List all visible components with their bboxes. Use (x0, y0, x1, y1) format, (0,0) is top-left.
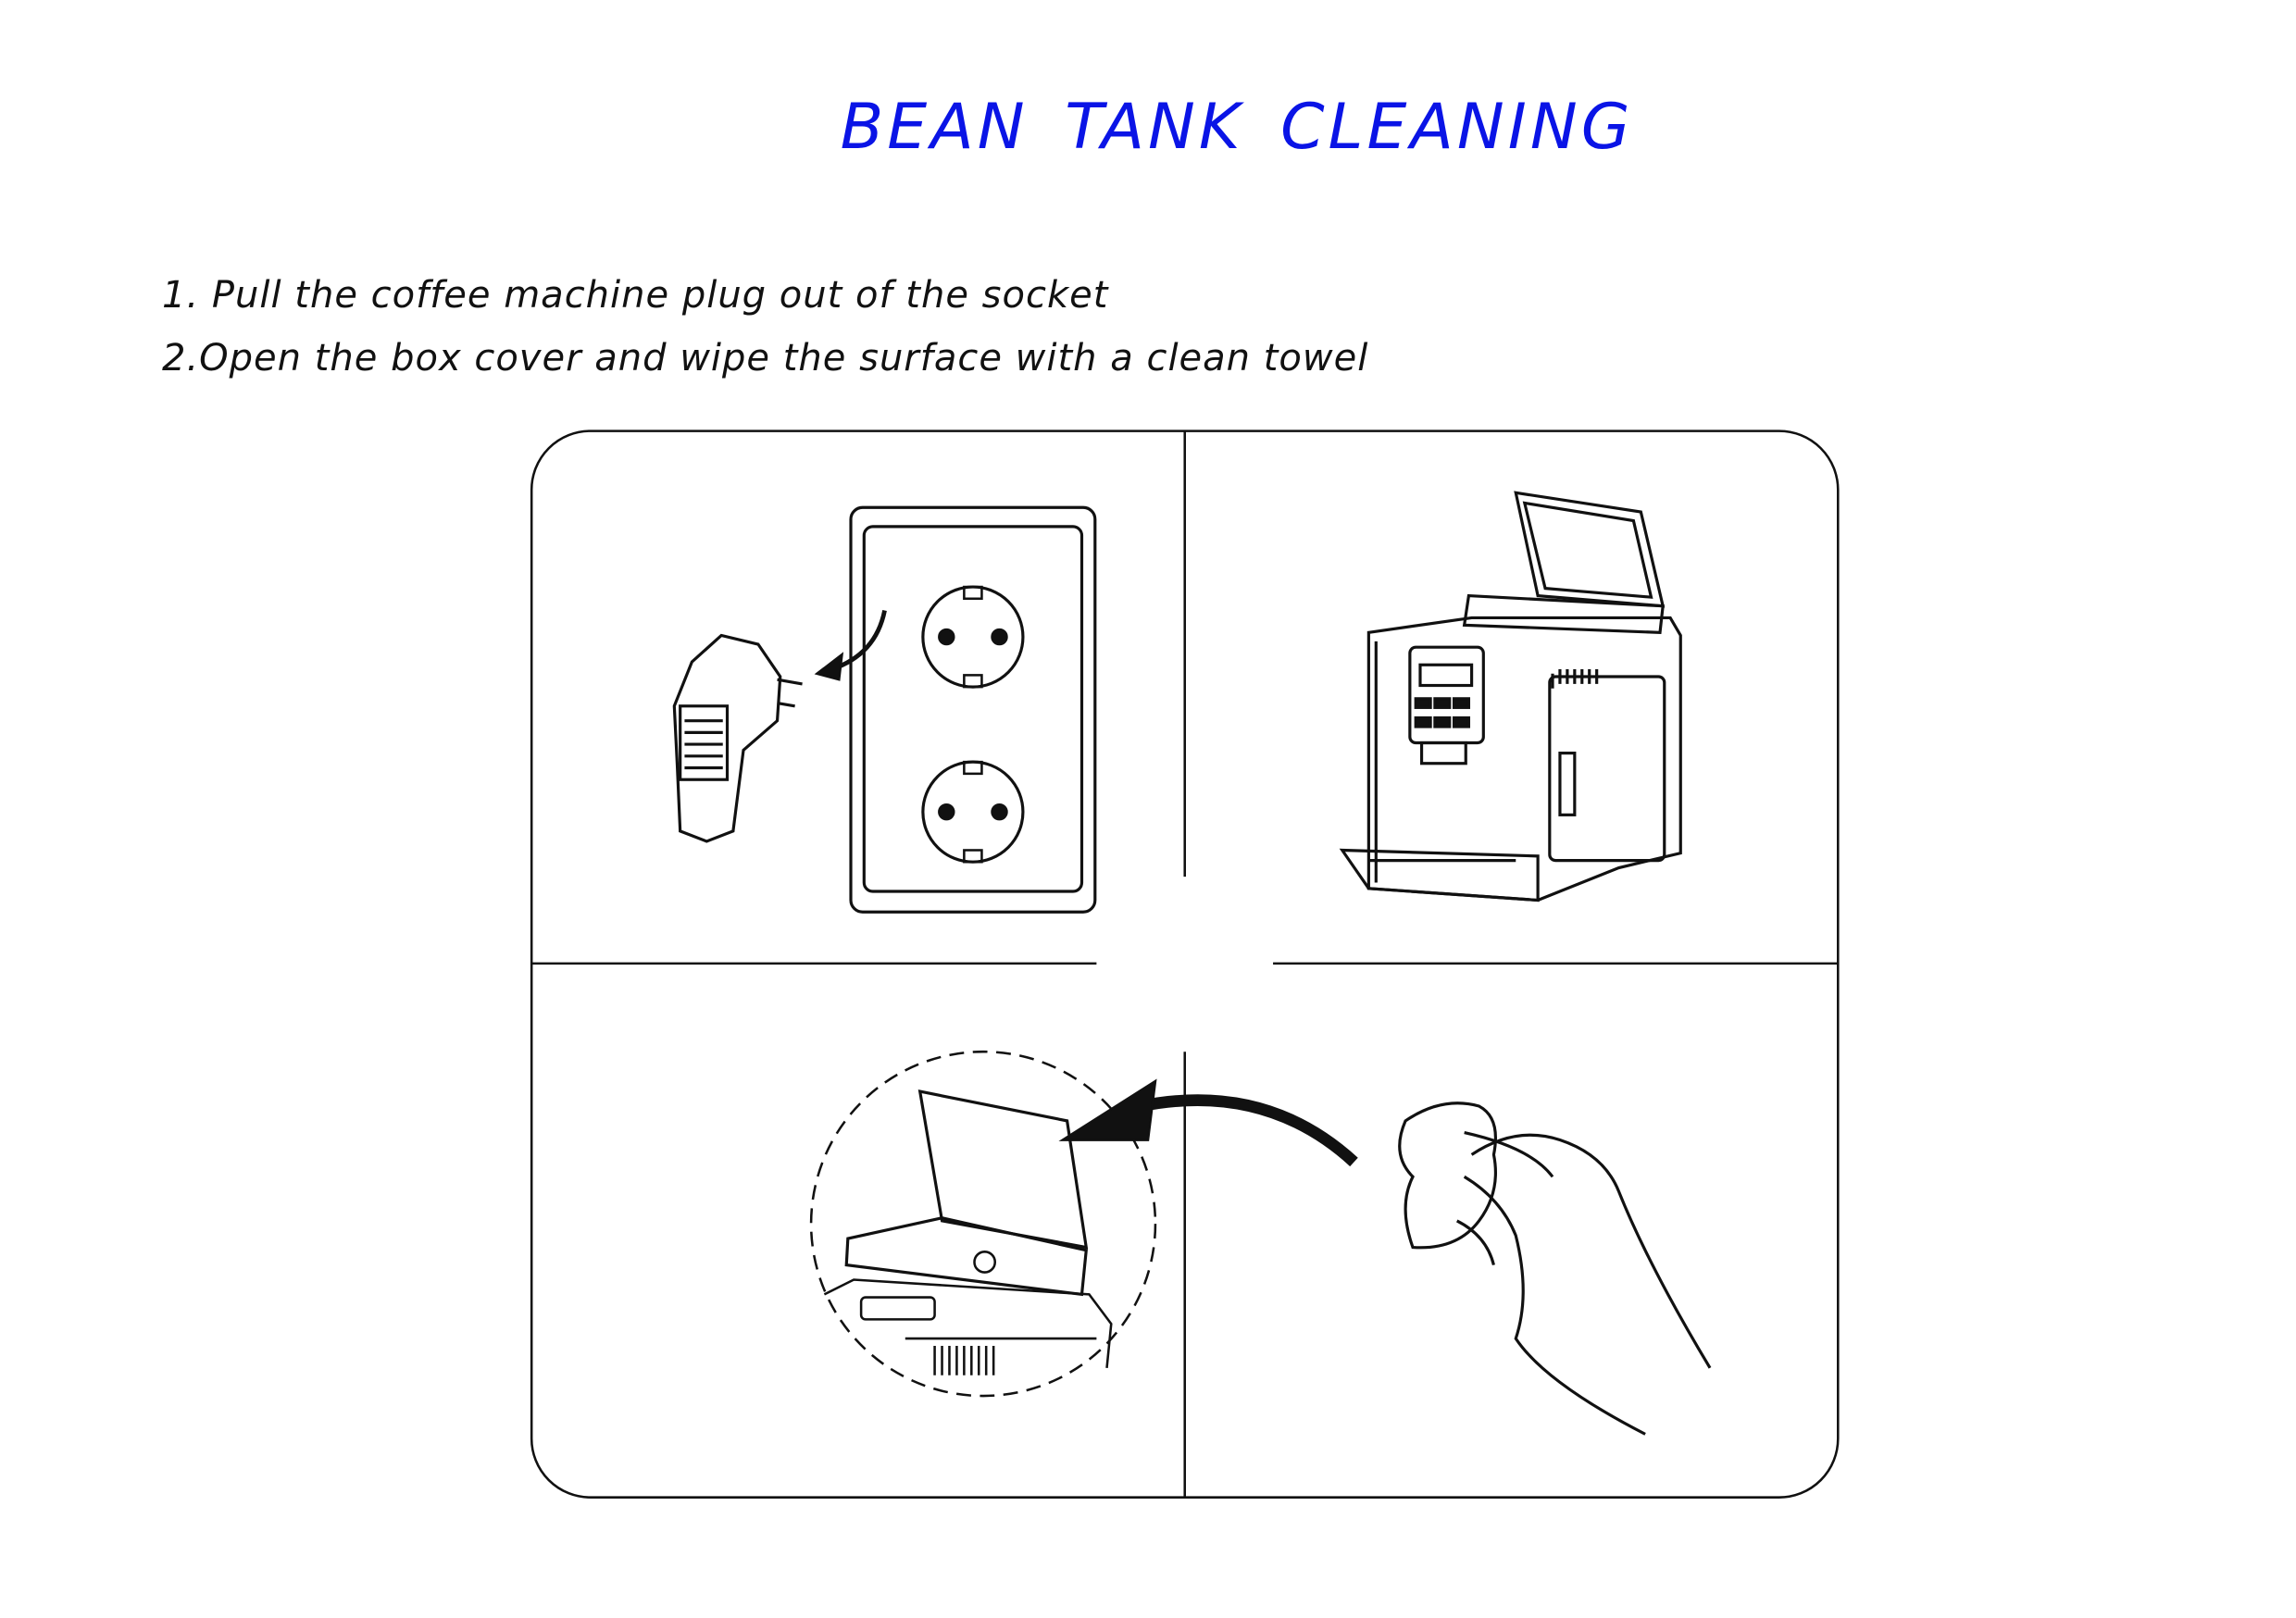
bean-tank-cover-icon (809, 1050, 1157, 1398)
step-2-text: 2.Open the box cover and wipe the surfac… (162, 337, 1369, 380)
page-title: BEAN TANK CLEANING (840, 91, 1634, 164)
plug-icon (672, 633, 803, 843)
coffee-machine-icon (1339, 491, 1682, 902)
arrow-icon (814, 609, 887, 681)
hand-with-towel-icon (1398, 1101, 1712, 1436)
step-1-text: 1. Pull the coffee machine plug out of t… (162, 274, 1109, 317)
wall-socket-icon (849, 505, 1097, 914)
curved-arrow-icon (1058, 1078, 1358, 1167)
